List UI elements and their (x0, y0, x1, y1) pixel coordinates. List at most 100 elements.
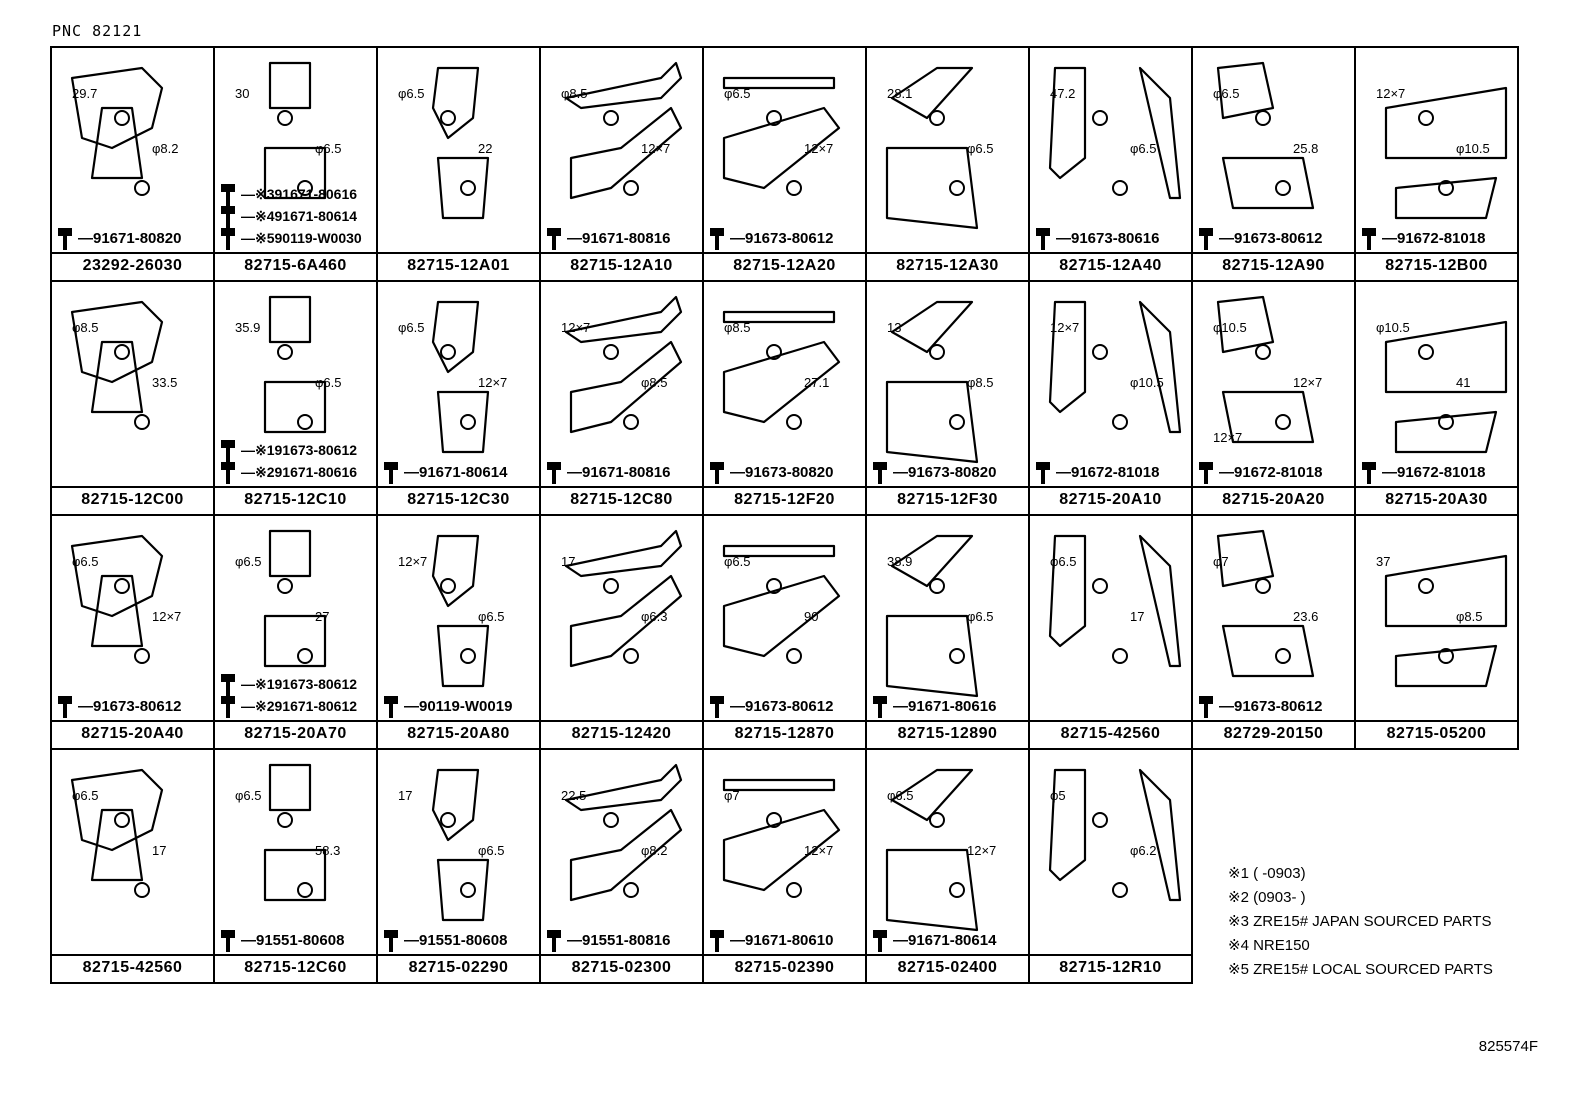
part-number-caption: 82715-12C30 (378, 486, 539, 514)
hole (277, 344, 293, 360)
hole (766, 578, 782, 594)
part-outline (70, 534, 164, 648)
fastener-part-number: —91671-80614 (893, 932, 997, 949)
dimension-label: 38.9 (887, 554, 912, 569)
part-drawing: φ8.512×7 (547, 61, 683, 250)
part-outline (431, 768, 490, 922)
dimension-label: 33.5 (152, 375, 177, 390)
part-drawing: 28.1φ6.5 (885, 66, 994, 230)
bolt-icon (873, 930, 887, 952)
dimension-label: 12×7 (152, 609, 181, 624)
part-number-caption: 82715-12A10 (541, 252, 702, 280)
part-drawing: 12×7φ6.5 (384, 534, 505, 718)
part-outline (1048, 300, 1182, 434)
hole (440, 812, 456, 828)
part-outline (263, 763, 327, 902)
part-drawing: 30 φ6.5 (221, 61, 342, 250)
hole (623, 882, 639, 898)
hole (1112, 414, 1128, 430)
bolt-icon (221, 930, 235, 952)
hole (766, 344, 782, 360)
part-number-caption: 82715-12A30 (867, 252, 1028, 280)
dimension-label: 12×7 (1050, 320, 1079, 335)
part-outline (885, 768, 979, 932)
hole (1275, 414, 1291, 430)
part-outline (722, 76, 841, 190)
fastener-part-number: —91673-80820 (730, 464, 834, 481)
dimension-label: 29.7 (72, 86, 97, 101)
bolt-icon (1362, 228, 1376, 250)
hole (949, 882, 965, 898)
dimension-label: φ6.5 (315, 141, 342, 156)
part-outline (1216, 61, 1315, 210)
hole (440, 110, 456, 126)
dimension-label: φ8.5 (967, 375, 994, 390)
hole (603, 812, 619, 828)
bolt-icon (58, 696, 72, 718)
dimension-label: 22.5 (561, 788, 586, 803)
hole (1255, 110, 1271, 126)
dimension-label: φ6.5 (967, 141, 994, 156)
part-outline (885, 534, 979, 698)
hole (1092, 578, 1108, 594)
part-number-caption: 82715-20A80 (378, 720, 539, 748)
part-drawing: 22.5φ8.2 (547, 763, 683, 952)
fastener-part-number: —91673-80612 (1219, 230, 1323, 247)
hole (1438, 414, 1454, 430)
bolt-icon (710, 462, 724, 484)
hole (277, 578, 293, 594)
part-drawing: φ6.522 (398, 66, 492, 220)
dimension-label: φ10.5 (1456, 141, 1490, 156)
hole (949, 648, 965, 664)
hole (949, 180, 965, 196)
fastener-part-number: —※391671-80616 (241, 186, 358, 202)
part-number-caption: 82715-02390 (704, 954, 865, 982)
dimension-label: 30 (235, 86, 249, 101)
part-number-caption: 82715-05200 (1356, 720, 1517, 748)
hole (134, 180, 150, 196)
bolt-icon (547, 930, 561, 952)
hole (440, 578, 456, 594)
hole (1438, 180, 1454, 196)
hole (623, 648, 639, 664)
hole (297, 414, 313, 430)
fastener-part-number: —※291671-80612 (241, 698, 358, 714)
part-number-caption: 82715-42560 (1030, 720, 1191, 748)
